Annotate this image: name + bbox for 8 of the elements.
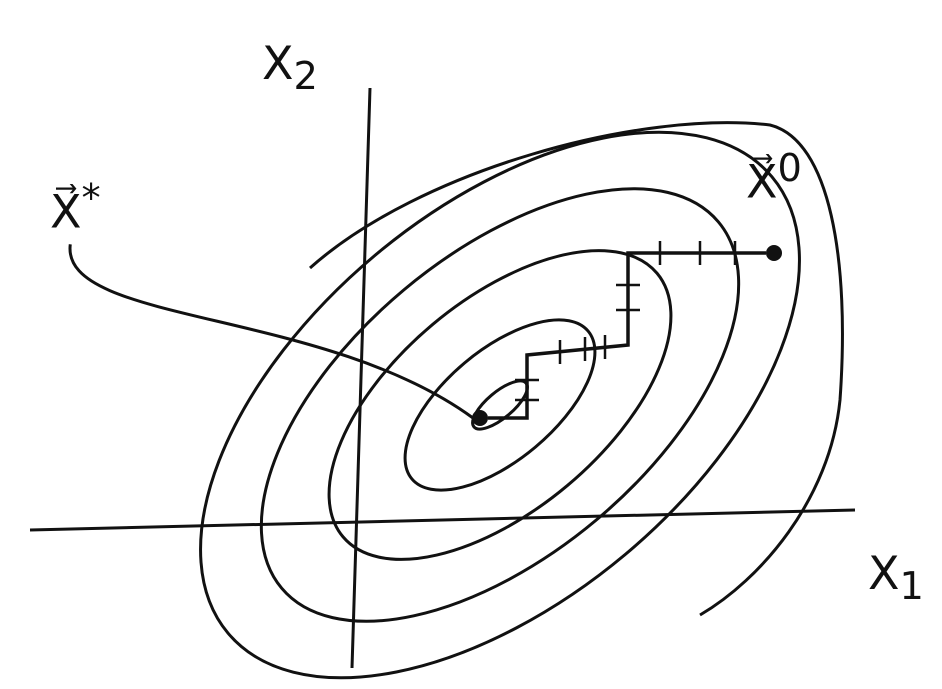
minimum-point: [472, 410, 488, 426]
point-label: X⃗$^{0}$: [746, 150, 802, 204]
descent-path: [488, 251, 766, 420]
leader-line: [68, 244, 474, 420]
point-label: X⃗$^{*}$: [50, 180, 101, 234]
start-point: [766, 245, 782, 261]
axis-label: X$_{1}$: [868, 550, 924, 607]
axis-label: X$_{2}$: [262, 40, 318, 97]
